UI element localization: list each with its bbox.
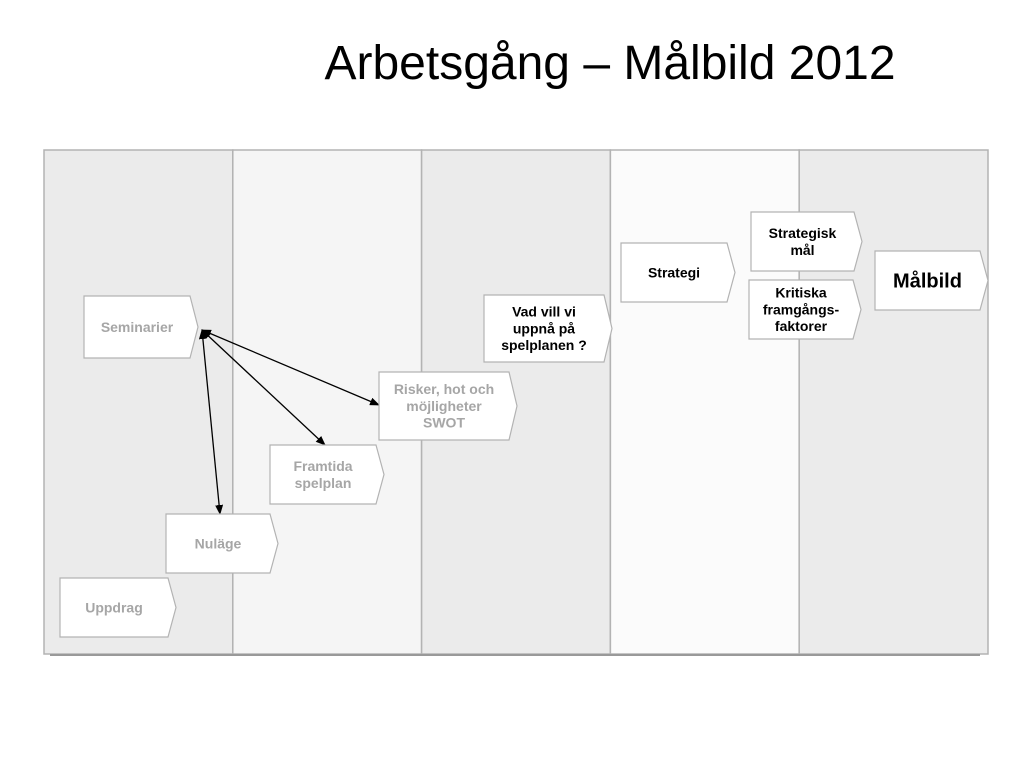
- step-label-line: Risker, hot och: [394, 381, 494, 397]
- step-uppdrag-shape: [59, 577, 177, 638]
- step-label-line: Seminarier: [101, 319, 174, 335]
- step-label-line: Kritiska: [775, 285, 827, 301]
- step-label-line: Strategisk: [769, 225, 837, 241]
- step-label-line: framgångs-: [763, 301, 840, 317]
- step-label-line: Nuläge: [195, 535, 242, 551]
- step-vad-vill-vi-shape: [483, 294, 613, 363]
- step-risker-shape: [378, 371, 518, 441]
- phase-columns: [43, 149, 989, 656]
- step-kritiska-shape: [748, 279, 862, 340]
- page-title: Arbetsgång – Målbild 2012: [324, 37, 896, 90]
- step-label-line: Framtida: [293, 458, 352, 474]
- step-seminarier: Seminarier: [83, 295, 199, 359]
- step-strategisk-mal-shape: [750, 211, 863, 272]
- arrow-seminarier-to-nulage: [198, 329, 224, 515]
- step-label-line: SWOT: [423, 415, 465, 431]
- step-label-line: möjligheter: [406, 398, 482, 414]
- step-label-line: Strategi: [648, 264, 700, 280]
- step-label-line: spelplan: [295, 475, 352, 491]
- step-seminarier-shape: [83, 295, 199, 359]
- step-strategi: Strategi: [620, 242, 736, 303]
- step-label-line: faktorer: [775, 318, 828, 334]
- step-label-line: Målbild: [893, 270, 962, 293]
- step-nulage: Nuläge: [165, 513, 279, 574]
- step-malbild-shape: [874, 250, 989, 311]
- step-label-line: Uppdrag: [85, 599, 143, 615]
- step-boxes: UppdragNulägeSeminarierFramtidaspelplanR…: [59, 211, 989, 638]
- step-label-line: Vad vill vi: [512, 304, 576, 320]
- step-uppdrag: Uppdrag: [59, 577, 177, 638]
- step-framtida-shape: [269, 444, 385, 505]
- step-nulage-shape: [165, 513, 279, 574]
- connector-arrows: [198, 329, 380, 515]
- step-label-line: uppnå på: [513, 320, 575, 336]
- step-strategi-shape: [620, 242, 736, 303]
- step-label-line: spelplanen ?: [501, 337, 587, 353]
- step-label-line: mål: [790, 242, 814, 258]
- step-malbild: Målbild: [874, 250, 989, 311]
